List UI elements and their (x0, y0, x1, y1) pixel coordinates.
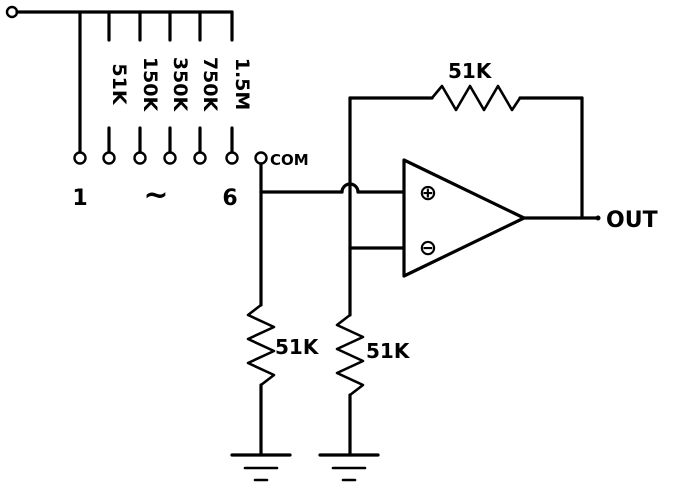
tap-label-3: 350K (169, 57, 191, 113)
switch-contact-4 (163, 151, 177, 165)
switch-contact-1 (73, 151, 87, 165)
bias-resistor (335, 313, 365, 397)
tap-label-1: 51K (108, 63, 130, 105)
opamp-minus-symbol: ⊖ (419, 236, 437, 261)
position-range-symbol: ~ (143, 178, 168, 213)
ground-symbol-left (230, 453, 292, 482)
tap-label-4: 750K (199, 57, 221, 113)
opamp-triangle (402, 158, 526, 278)
switch-ladder (78, 10, 234, 154)
switch-contact-5 (193, 151, 207, 165)
ground-symbol-right (318, 453, 380, 482)
switch-contacts (73, 151, 268, 165)
bias-resistor-label: 51K (366, 339, 411, 363)
tap-label-2: 150K (139, 57, 161, 113)
com-label: COM (270, 151, 309, 169)
position-6-label: 6 (222, 186, 237, 211)
input-resistor (246, 303, 276, 387)
output-dot (595, 215, 601, 221)
switch-contact-6 (225, 151, 239, 165)
switch-contact-3 (133, 151, 147, 165)
feedback-resistor (430, 84, 522, 112)
feedback-resistor-label: 51K (448, 59, 493, 83)
switch-contact-com (254, 151, 268, 165)
position-1-label: 1 (72, 186, 87, 211)
tap-label-5: 1.5M (231, 58, 253, 111)
switch-contact-2 (102, 151, 116, 165)
opamp-plus-symbol: ⊕ (419, 181, 437, 206)
output-label: OUT (606, 208, 658, 233)
input-bus (5, 5, 234, 19)
feedback-wiring (348, 96, 584, 317)
input-resistor-label: 51K (275, 335, 320, 359)
com-node-wiring (259, 162, 406, 307)
